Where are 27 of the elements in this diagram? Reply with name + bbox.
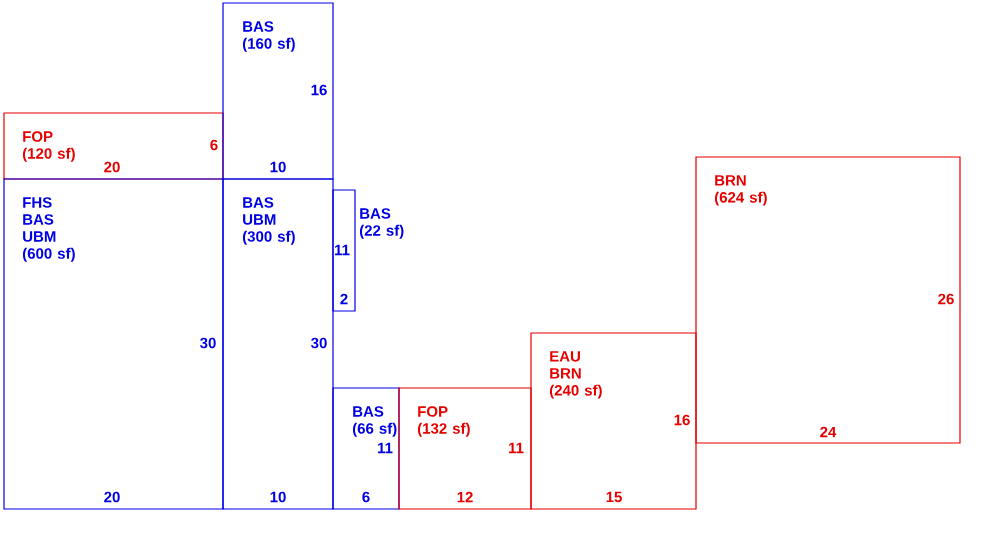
dimension-label: 20 [104,491,120,503]
room-label: FOP (120 sf) [22,131,75,162]
dimension-label: 16 [674,414,690,426]
dimension-label: 16 [311,84,327,96]
dimension-label: 24 [820,426,837,438]
dimension-label: 30 [200,337,216,349]
room-label: BAS (22 sf) [359,208,404,239]
dimension-label: 20 [104,161,120,173]
dimension-label: 11 [378,442,393,454]
dimension-label: 11 [335,244,350,256]
room-label: BAS (160 sf) [242,21,295,52]
room-label: EAU BRN (240 sf) [549,351,602,399]
dimension-label: 6 [210,139,218,151]
dimension-label: 2 [340,293,348,305]
room-label: BAS (66 sf) [352,406,397,437]
dimension-label: 15 [606,491,622,503]
room-label: BAS UBM (300 sf) [242,197,295,245]
room-label: FHS BAS UBM (600 sf) [22,197,75,262]
dimension-label: 10 [270,491,286,503]
dimension-label: 12 [457,491,473,503]
dimension-label: 11 [509,442,524,454]
dimension-label: 6 [362,491,370,503]
dimension-label: 30 [311,337,327,349]
dimension-label: 26 [938,293,954,305]
room-label: FOP (132 sf) [417,406,470,437]
room-label: BRN (624 sf) [714,175,767,206]
dimension-label: 10 [270,161,286,173]
